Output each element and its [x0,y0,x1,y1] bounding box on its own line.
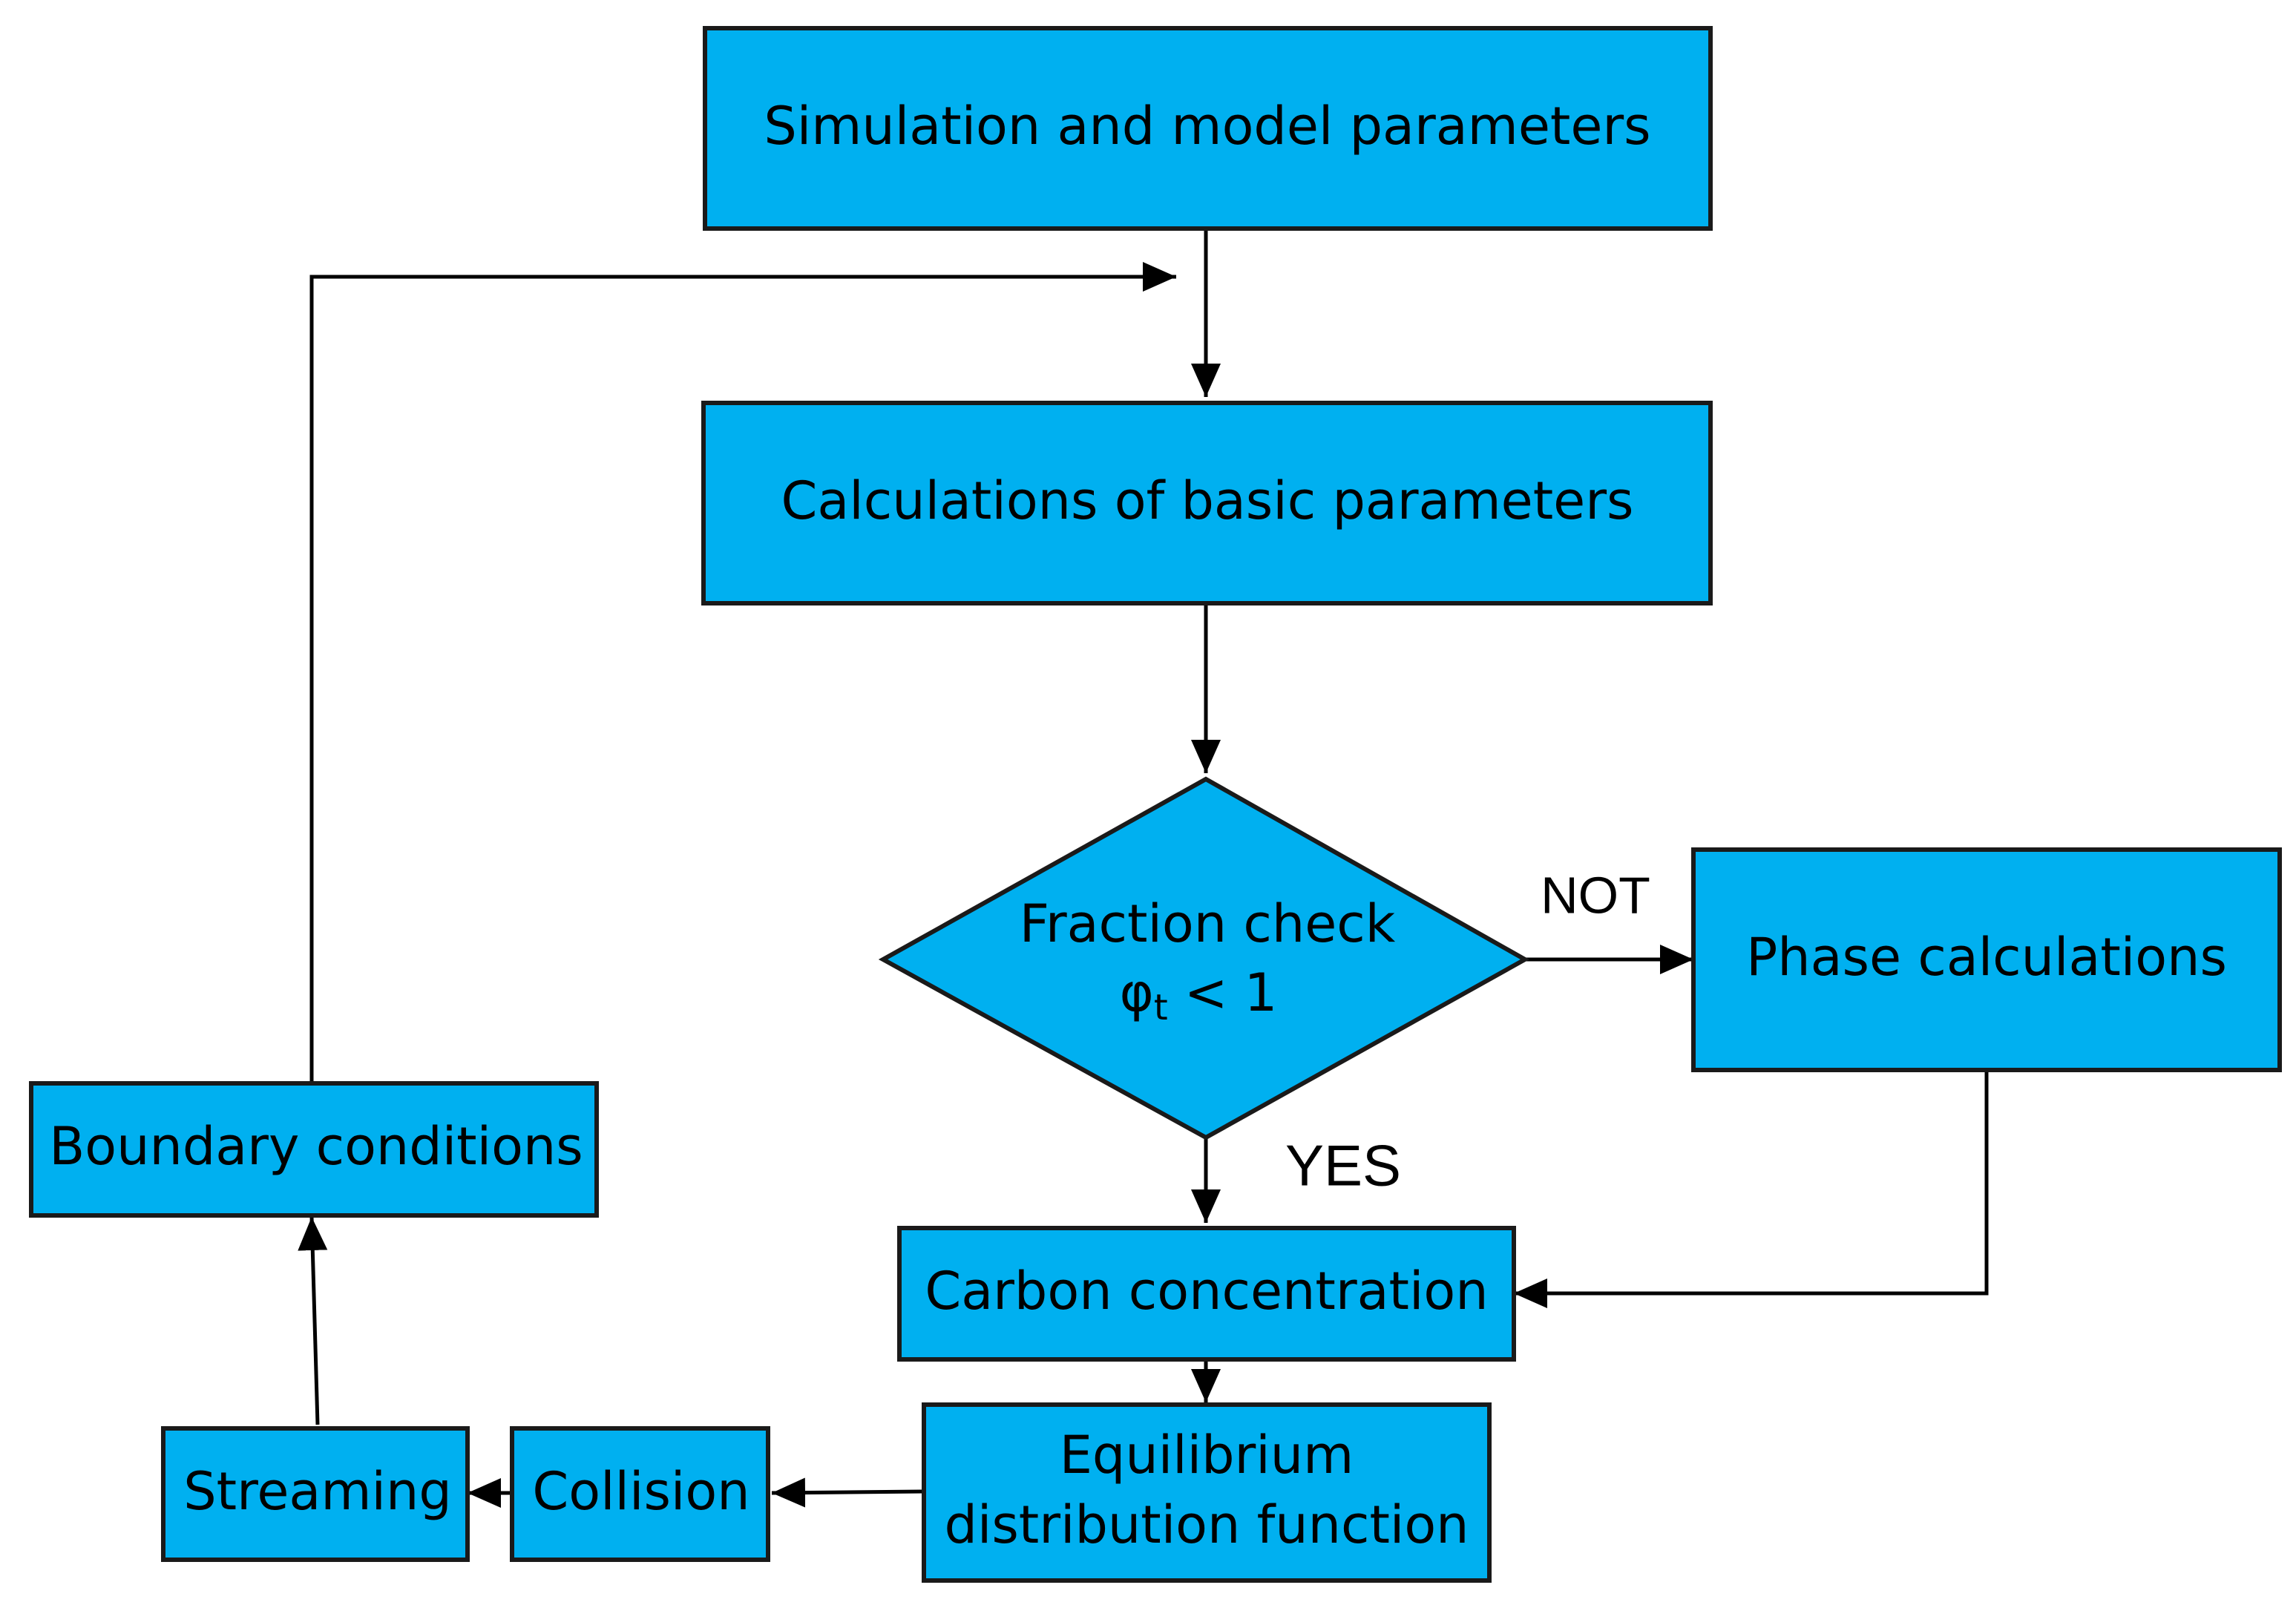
equilibrium-label-line1: Equilibrium [1060,1425,1354,1486]
streaming-label: Streaming [183,1461,452,1522]
fraction-check-condition: φt < 1 [1120,962,1278,1028]
arrow-phase-to-carbon [1514,1069,1989,1308]
phase-label: Phase calculations [1746,927,2227,988]
fraction-check-diamond: Fraction check φt < 1 [878,776,1530,1140]
calculations-box: Calculations of basic parameters [701,401,1713,605]
simulation-box: Simulation and model parameters [703,26,1713,231]
carbon-box: Carbon concentration [897,1226,1516,1362]
fraction-check-label: Fraction check [1020,893,1396,954]
boundary-box: Boundary conditions [29,1081,599,1218]
streaming-box: Streaming [161,1426,470,1562]
arrow-equilibrium-to-collision [771,1477,925,1508]
carbon-label: Carbon concentration [925,1261,1488,1322]
calculations-label: Calculations of basic parameters [781,470,1634,531]
not-label: NOT [1541,866,1650,924]
arrow-boundary-loop-back [309,262,1176,1082]
equilibrium-box: Equilibrium distribution function [922,1402,1492,1583]
phi-subscript: t [1154,987,1168,1028]
phi-symbol: φ [1120,962,1154,1023]
condition-rest: < 1 [1168,962,1278,1023]
yes-label: YES [1285,1133,1401,1198]
collision-label: Collision [532,1461,750,1522]
connectors [298,229,1989,1508]
equilibrium-label-line2: distribution function [944,1494,1469,1555]
boundary-label: Boundary conditions [49,1116,583,1177]
simulation-label: Simulation and model parameters [764,96,1650,157]
arrow-streaming-to-boundary [298,1216,328,1425]
collision-box: Collision [510,1426,770,1562]
phase-box: Phase calculations [1691,847,2282,1072]
